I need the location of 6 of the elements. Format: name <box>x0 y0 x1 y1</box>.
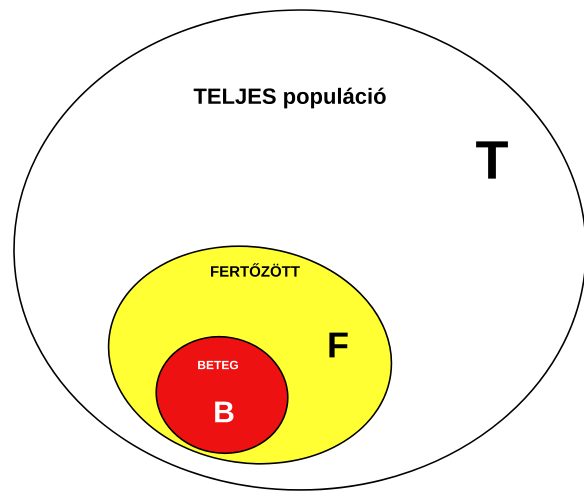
set-label: FERTŐZÖTT <box>211 263 300 277</box>
set-letter: F <box>329 332 348 358</box>
set-letter: T <box>476 141 508 179</box>
set-label: BETEG <box>198 360 238 370</box>
set-letter: B <box>215 402 234 422</box>
heading-text: TELJES populáció <box>194 88 386 108</box>
